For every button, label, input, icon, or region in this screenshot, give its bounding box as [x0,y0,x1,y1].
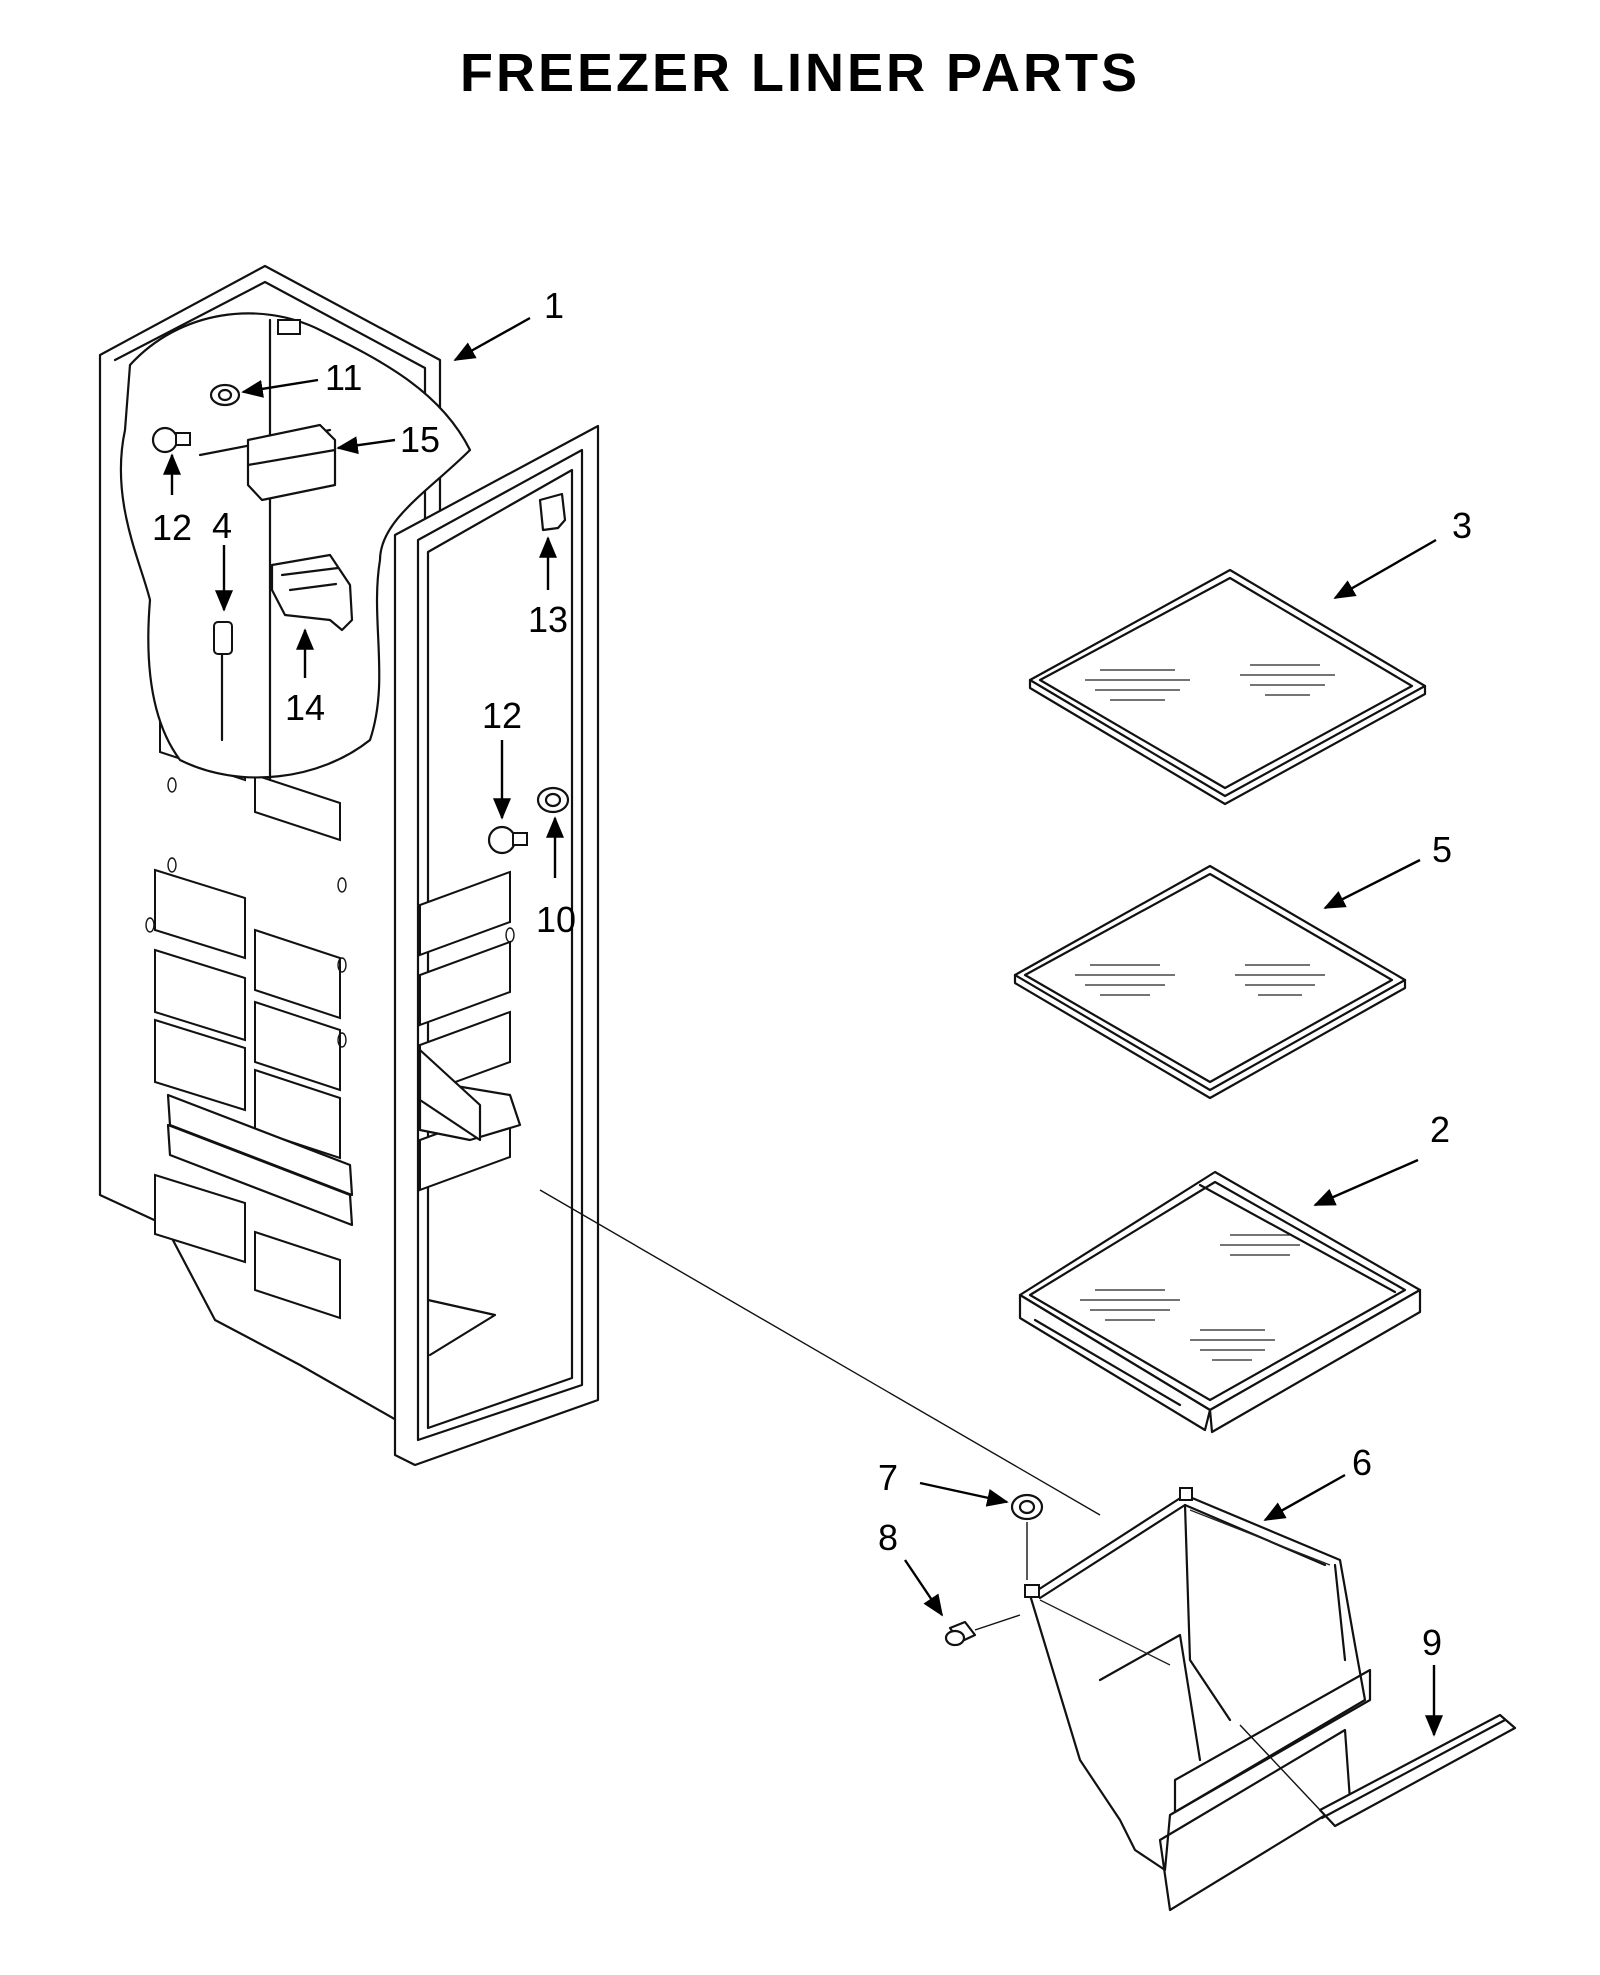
callout-11: 11 [325,357,362,398]
callout-15: 15 [400,419,440,460]
callout-5: 5 [1432,829,1452,870]
freezer-liner [98,264,1101,1516]
callout-12-upper: 12 [152,507,192,548]
callout-3: 3 [1452,505,1472,546]
drawer-roller [1010,1493,1044,1580]
drawer-trim-strip [1239,1713,1517,1828]
page-title: FREEZER LINER PARTS [459,43,1141,103]
callout-10: 10 [536,899,576,940]
callout-13: 13 [528,599,568,640]
callout-8: 8 [878,1517,898,1558]
callout-12-lower: 12 [482,695,522,736]
glass-shelf-middle [1013,864,1407,1100]
callout-7: 7 [878,1457,898,1498]
roller-axle-pin [944,1614,1021,1647]
crisper-cover-shelf [1018,1170,1422,1434]
callout-labels: 1 2 3 4 5 6 7 8 9 10 11 12 12 13 14 15 [152,285,1472,1663]
callout-arrows [163,316,1443,1737]
callout-6: 6 [1352,1442,1372,1483]
callout-2: 2 [1430,1109,1450,1150]
glass-shelf-top [1028,568,1427,806]
callout-1: 1 [544,285,564,326]
crisper-drawer [1024,1487,1372,1912]
callout-9: 9 [1422,1622,1442,1663]
callout-4: 4 [212,505,232,546]
callout-14: 14 [285,687,325,728]
